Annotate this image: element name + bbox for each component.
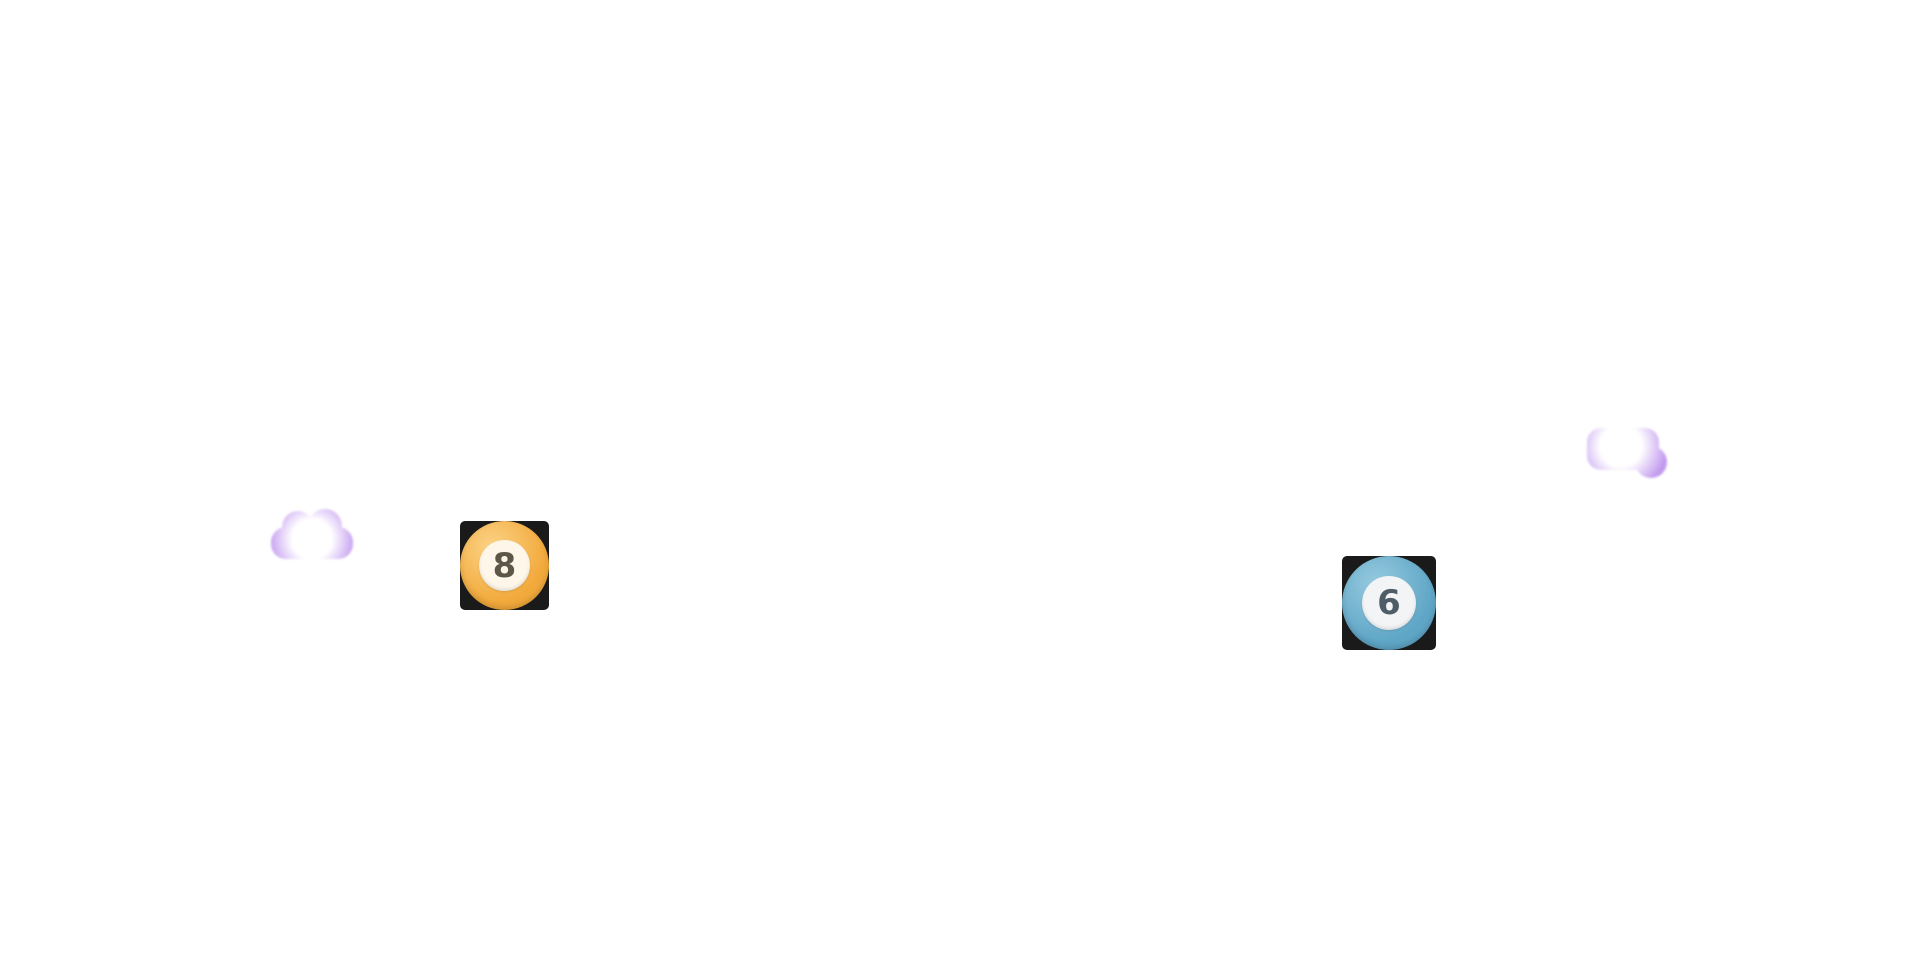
ball-8: 8 <box>460 521 549 610</box>
cloud-left <box>271 509 353 559</box>
ball-8-tile[interactable]: 8 <box>460 521 549 610</box>
ball-6-tile[interactable]: 6 <box>1342 556 1436 650</box>
ball-6-number: 6 <box>1377 582 1401 623</box>
cloud-puffs <box>1587 428 1667 478</box>
cloud-right <box>1587 428 1667 478</box>
ball-6-face: 6 <box>1362 576 1416 630</box>
cloud-puffs <box>271 509 353 559</box>
ball-8-number: 8 <box>492 545 517 586</box>
ball-8-face: 8 <box>479 540 530 591</box>
ball-6: 6 <box>1342 556 1436 650</box>
